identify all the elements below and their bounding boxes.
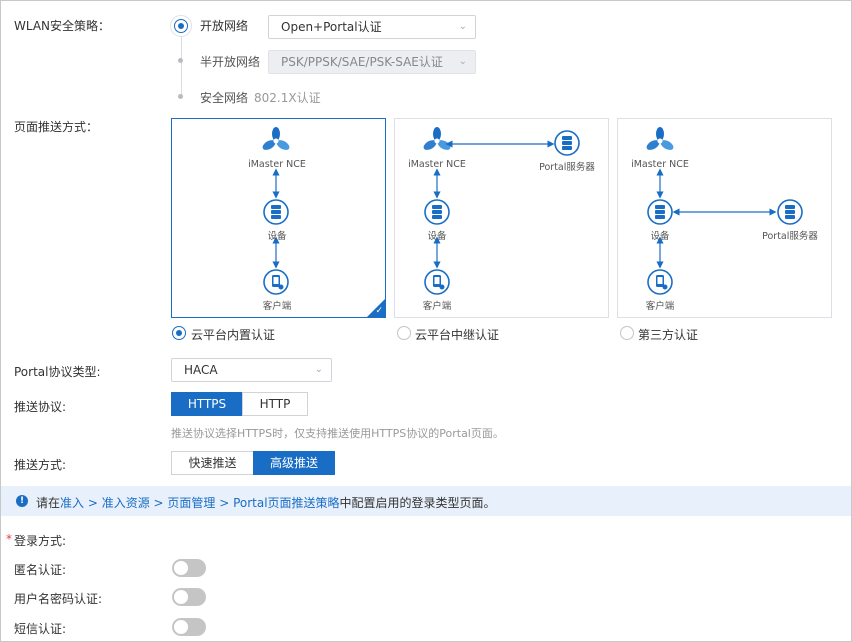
fan-icon	[644, 127, 676, 152]
cloud-relay-label: 云平台中继认证	[415, 328, 500, 342]
push-method-segmented: 快速推送 高级推送	[171, 451, 335, 475]
card-cloud-relay[interactable]: iMaster NCE Portal服务器 设备 客户端	[394, 118, 609, 318]
semi-open-select-value: PSK/PPSK/SAE/PSK-SAE认证	[281, 55, 443, 69]
push-method-label: 推送方式:	[14, 458, 67, 472]
client-label: 客户端	[645, 301, 675, 312]
quick-push-option[interactable]: 快速推送	[171, 451, 254, 475]
chevron-down-icon: ⌄	[458, 21, 467, 32]
portal-server-label: Portal服务器	[762, 231, 818, 242]
secure-network-dot[interactable]	[178, 94, 183, 99]
cloud-builtin-label: 云平台内置认证	[191, 328, 276, 342]
info-prefix: 请在	[36, 496, 61, 510]
secure-network-note: 802.1X认证	[254, 91, 321, 105]
chevron-down-icon: ⌄	[458, 56, 467, 67]
info-suffix: 中配置启用的登录类型页面。	[339, 496, 496, 510]
advanced-push-option[interactable]: 高级推送	[253, 451, 335, 475]
cloud-builtin-diagram	[260, 127, 292, 295]
semi-open-network-select: PSK/PPSK/SAE/PSK-SAE认证 ⌄	[268, 50, 476, 74]
portal-server-label: Portal服务器	[539, 162, 595, 173]
device-icon	[424, 199, 450, 225]
open-network-select[interactable]: Open+Portal认证 ⌄	[268, 15, 476, 39]
info-path-link[interactable]: 准入 > 准入资源 > 页面管理 > Portal页面推送策略	[60, 496, 340, 510]
anonymous-auth-label: 匿名认证:	[14, 563, 67, 577]
server-icon	[777, 199, 803, 225]
info-icon: !	[16, 495, 28, 507]
device-label: 设备	[650, 231, 670, 242]
nce-label: iMaster NCE	[408, 159, 466, 170]
client-icon	[647, 269, 673, 295]
third-party-diagram	[644, 127, 803, 295]
info-text: 请在准入 > 准入资源 > 页面管理 > Portal页面推送策略中配置启用的登…	[36, 494, 496, 511]
cloud-relay-diagram	[421, 127, 580, 295]
portal-protocol-value: HACA	[184, 363, 218, 377]
push-mode-page-label: 页面推送方式：	[14, 120, 99, 134]
cloud-builtin-radio[interactable]	[172, 326, 186, 340]
http-option[interactable]: HTTP	[242, 392, 308, 416]
secure-network-label: 安全网络	[200, 91, 249, 105]
password-auth-label: 用户名密码认证:	[14, 592, 103, 606]
server-icon	[554, 130, 580, 156]
sms-auth-toggle[interactable]	[172, 618, 206, 636]
info-bar: ! 请在准入 > 准入资源 > 页面管理 > Portal页面推送策略中配置启用…	[1, 486, 851, 516]
client-icon	[424, 269, 450, 295]
device-label: 设备	[427, 231, 447, 242]
https-option[interactable]: HTTPS	[171, 392, 243, 416]
password-auth-toggle[interactable]	[172, 588, 206, 606]
client-label: 客户端	[422, 301, 452, 312]
wlan-policy-label: WLAN安全策略：	[14, 19, 111, 33]
device-icon	[263, 199, 289, 225]
push-protocol-segmented: HTTPS HTTP	[171, 392, 308, 416]
nce-label: iMaster NCE	[631, 159, 689, 170]
portal-protocol-select[interactable]: HACA ⌄	[171, 358, 332, 382]
selected-corner	[367, 299, 385, 317]
anonymous-auth-toggle[interactable]	[172, 559, 206, 577]
semi-open-dot[interactable]	[178, 58, 183, 63]
third-party-radio[interactable]	[620, 326, 634, 340]
device-icon	[647, 199, 673, 225]
check-icon: ✓	[375, 306, 383, 316]
client-label: 客户端	[262, 301, 292, 312]
push-protocol-label: 推送协议:	[14, 400, 67, 414]
card-cloud-builtin[interactable]: iMaster NCE 设备 客户端 ✓	[171, 118, 386, 318]
semi-open-network-label: 半开放网络	[200, 55, 261, 69]
fan-icon	[260, 127, 292, 152]
open-network-select-value: Open+Portal认证	[281, 20, 382, 34]
nce-label: iMaster NCE	[248, 159, 306, 170]
policy-connector-line	[181, 34, 182, 96]
cloud-relay-radio[interactable]	[397, 326, 411, 340]
portal-protocol-label: Portal协议类型:	[14, 365, 101, 379]
chevron-down-icon: ⌄	[314, 364, 323, 375]
card-third-party[interactable]: iMaster NCE 设备 Portal服务器 客户端	[617, 118, 832, 318]
device-label: 设备	[267, 231, 287, 242]
open-network-label: 开放网络	[200, 19, 249, 33]
push-protocol-hint: 推送协议选择HTTPS时，仅支持推送使用HTTPS协议的Portal页面。	[171, 427, 504, 440]
sms-auth-label: 短信认证:	[14, 622, 67, 636]
third-party-label: 第三方认证	[638, 328, 699, 342]
required-mark: *	[6, 532, 12, 546]
login-method-label: 登录方式:	[14, 534, 67, 548]
fan-icon	[421, 127, 453, 152]
client-icon	[263, 269, 289, 295]
open-network-radio[interactable]	[174, 19, 188, 33]
